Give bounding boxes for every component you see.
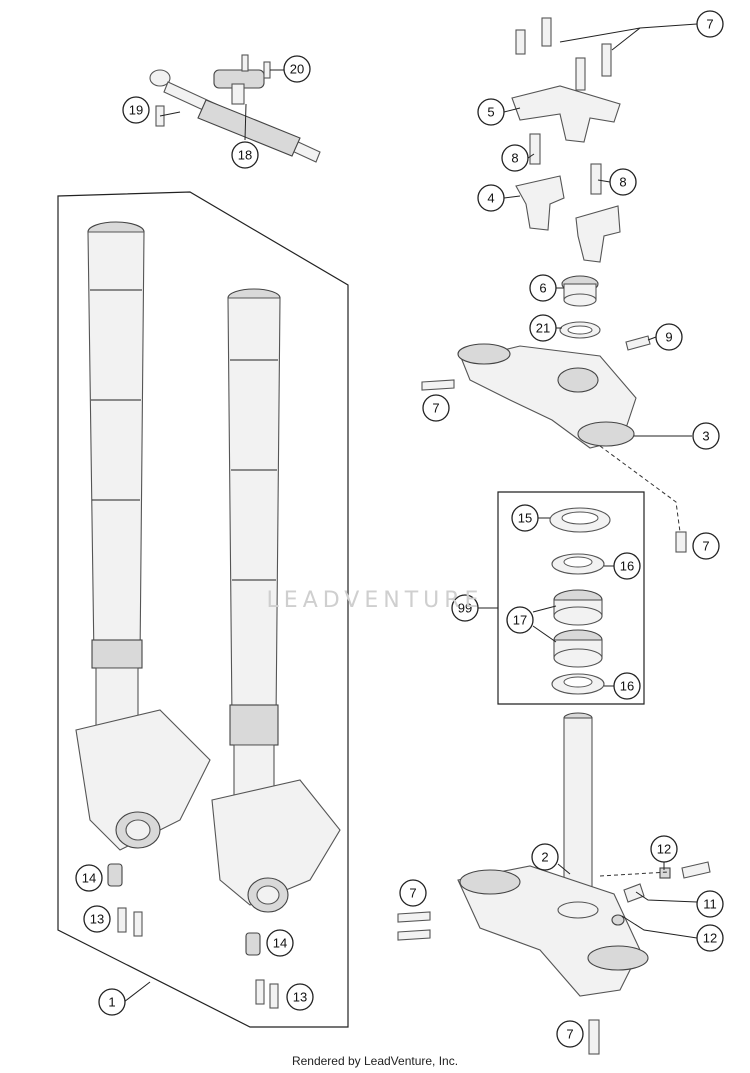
callout-17: 17: [506, 606, 534, 634]
svg-text:16: 16: [620, 679, 634, 694]
svg-text:7: 7: [409, 886, 416, 901]
svg-text:5: 5: [487, 105, 494, 120]
callout-12-lower: 12: [696, 924, 724, 952]
left-fork-leg: [75, 221, 211, 851]
callout-15: 15: [511, 504, 539, 532]
callout-13-lower: 13: [286, 983, 314, 1011]
svg-text:1: 1: [108, 995, 115, 1010]
svg-text:21: 21: [536, 321, 550, 336]
bearing-ring-upper-16: [551, 553, 605, 575]
callout-8-right: 8: [609, 168, 637, 196]
clamp-screws-upper: [117, 907, 143, 937]
callout-8-left: 8: [501, 144, 529, 172]
alignment-line-upper: [599, 445, 681, 533]
svg-text:12: 12: [703, 931, 717, 946]
stop-bolts-12-11: [611, 861, 711, 926]
callout-2: 2: [531, 843, 559, 871]
callout-13-upper: 13: [83, 905, 111, 933]
dust-seal-15: [549, 507, 611, 533]
lower-clamp-bolts: [397, 911, 431, 941]
callout-20: 20: [283, 55, 311, 83]
svg-text:7: 7: [432, 401, 439, 416]
watermark-text: LEADVENTURE: [266, 588, 484, 613]
svg-text:19: 19: [129, 103, 143, 118]
callout-12-upper: 12: [650, 835, 678, 863]
svg-text:20: 20: [290, 62, 304, 77]
callout-99: 99: [451, 594, 479, 622]
callout-7-pinch: 7: [692, 532, 720, 560]
svg-text:9: 9: [665, 330, 672, 345]
callout-5: 5: [477, 98, 505, 126]
washer-21: [559, 321, 601, 339]
callout-7-top: 7: [696, 10, 724, 38]
lower-pinch-bolt: [588, 1019, 600, 1055]
axle-clamp-sleeve-lower: [245, 932, 261, 956]
pinch-bolt-left: [421, 379, 455, 391]
handlebar-clamp-bolts: [515, 17, 612, 91]
svg-text:11: 11: [703, 897, 717, 912]
callout-6: 6: [529, 274, 557, 302]
clamp-screws-lower: [255, 979, 279, 1009]
axle-clamp-sleeve-upper: [107, 863, 123, 887]
svg-text:99: 99: [458, 601, 472, 616]
svg-text:18: 18: [238, 148, 252, 163]
callout-19: 19: [122, 96, 150, 124]
right-fork-leg: [211, 288, 341, 913]
svg-text:2: 2: [541, 850, 548, 865]
svg-text:6: 6: [539, 281, 546, 296]
svg-text:8: 8: [619, 175, 626, 190]
callout-1: 1: [98, 988, 126, 1016]
callout-7-upper-clamp: 7: [422, 394, 450, 422]
svg-text:7: 7: [566, 1027, 573, 1042]
clamp-bolts-middle: [529, 133, 602, 195]
handlebar-clamp-risers: [515, 175, 621, 263]
bearing-kit-frame: [497, 491, 645, 705]
steering-stem-nut: [561, 275, 599, 307]
callout-11: 11: [696, 890, 724, 918]
bearing-upper-17: [553, 589, 603, 626]
handlebar-clamp-top: [511, 85, 621, 143]
callout-14-lower: 14: [266, 929, 294, 957]
svg-text:17: 17: [513, 613, 527, 628]
leader-lines: [123, 23, 698, 1003]
svg-text:13: 13: [90, 912, 104, 927]
clamp-bolt-9: [625, 335, 651, 351]
fork-assembly-frame: [57, 191, 349, 1028]
callout-14-upper: 14: [75, 864, 103, 892]
callout-16-lower: 16: [613, 672, 641, 700]
svg-text:12: 12: [657, 842, 671, 857]
callout-7-bottom: 7: [556, 1020, 584, 1048]
callout-7-lower-clamp: 7: [399, 879, 427, 907]
pinch-bolt-right: [675, 531, 687, 553]
svg-text:8: 8: [511, 151, 518, 166]
steering-damper: [149, 54, 321, 163]
callout-4: 4: [477, 184, 505, 212]
steering-stem-lower-clamp: [457, 712, 649, 997]
svg-text:14: 14: [82, 871, 96, 886]
svg-text:7: 7: [706, 17, 713, 32]
upper-triple-clamp: [457, 343, 637, 449]
alignment-line-lower: [599, 871, 669, 877]
callout-3: 3: [692, 422, 720, 450]
svg-text:16: 16: [620, 559, 634, 574]
bearing-ring-lower-16: [551, 673, 605, 695]
callout-16-upper: 16: [613, 552, 641, 580]
svg-text:15: 15: [518, 511, 532, 526]
callout-21: 21: [529, 314, 557, 342]
svg-text:3: 3: [702, 429, 709, 444]
bearing-lower-17: [553, 629, 603, 668]
callout-18: 18: [231, 141, 259, 169]
svg-text:4: 4: [487, 191, 494, 206]
svg-text:13: 13: [293, 990, 307, 1005]
footer-credit: Rendered by LeadVenture, Inc.: [291, 1054, 459, 1068]
callout-9: 9: [655, 323, 683, 351]
svg-text:7: 7: [702, 539, 709, 554]
svg-text:14: 14: [273, 936, 287, 951]
